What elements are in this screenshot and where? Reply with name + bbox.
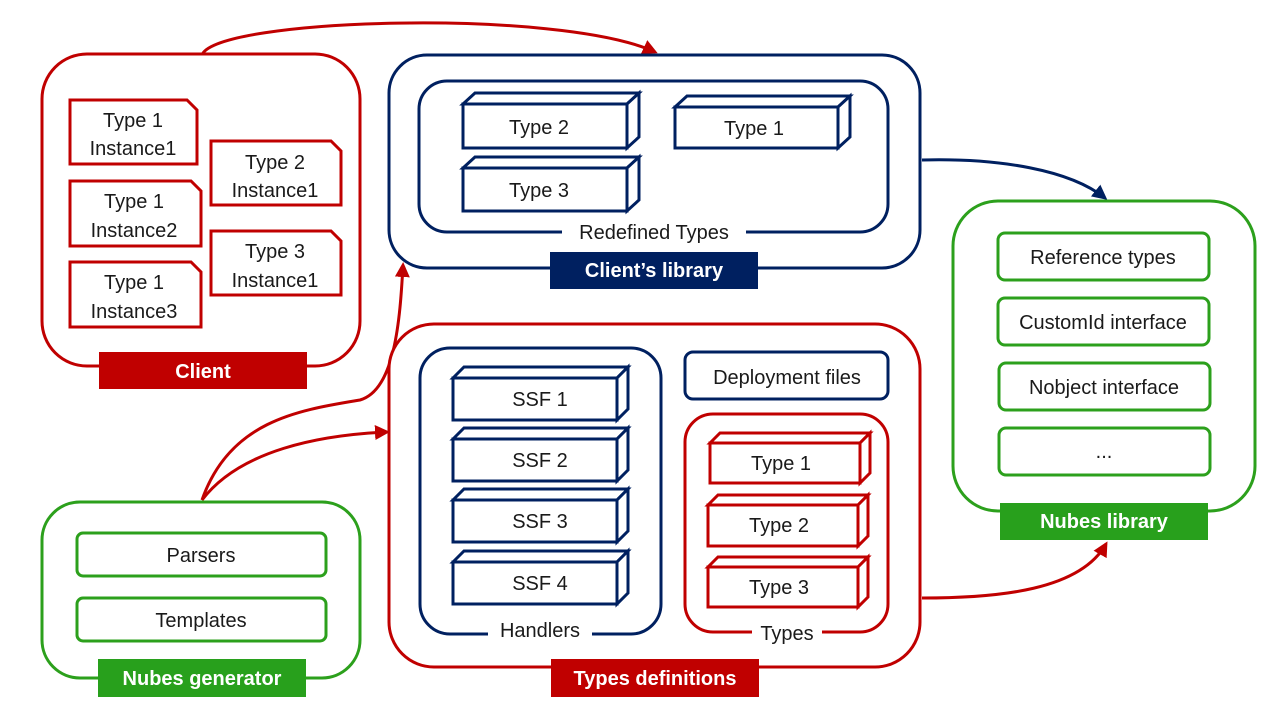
client-title-bar (99, 352, 307, 389)
instance-doc-line2: Instance1 (232, 180, 319, 202)
instance-doc: Type 1 Instance3 (68, 260, 203, 329)
type-cube-label: Type 2 (509, 117, 569, 139)
nubes-library-title: Nubes library (1040, 511, 1169, 533)
nubes-library-title-bar (1000, 503, 1208, 540)
clients-library-title-bar (550, 252, 758, 289)
type-cube-label: Type 3 (509, 180, 569, 202)
type-cube: Type 2 (704, 491, 872, 550)
types-definitions-title: Types definitions (574, 668, 737, 690)
generator-item-label: Templates (155, 610, 246, 632)
generator-item: Parsers (75, 531, 328, 578)
instance-doc-line1: Type 1 (104, 191, 164, 213)
type-cube-label: Type 1 (724, 118, 784, 140)
deployment-files-box (683, 350, 890, 401)
type-cube-label: Type 2 (749, 515, 809, 537)
handler-cube-label: SSF 2 (512, 450, 568, 472)
connector-client-to-clients-library (200, 21, 658, 56)
instance-doc-line1: Type 1 (103, 110, 163, 132)
generator-item: Templates (75, 596, 328, 643)
instance-doc-line2: Instance1 (90, 138, 177, 160)
nubes-library-item-label: Reference types (1030, 247, 1176, 269)
connector-generator-to-types-definitions (200, 425, 390, 501)
instance-doc: Type 2 Instance1 (209, 139, 343, 207)
deployment-files-label: Deployment files (713, 367, 861, 389)
type-cube: Type 3 (704, 553, 872, 611)
connector-generator-to-clients-library (200, 262, 410, 501)
handler-cube-label: SSF 3 (512, 511, 568, 533)
nubes-generator-title: Nubes generator (123, 668, 282, 690)
nubes-library-item: CustomId interface (996, 296, 1211, 347)
handlers-label: Handlers (500, 620, 580, 642)
nubes-library-item: Reference types (996, 231, 1211, 282)
nubes-library-item: Nobject interface (997, 361, 1212, 412)
instance-doc: Type 1 Instance2 (68, 179, 203, 248)
type-cube: Type 1 (706, 429, 874, 487)
types-definitions-title-bar (551, 659, 759, 697)
redefined-types-label: Redefined Types (579, 222, 729, 244)
type-cube: Type 1 (671, 92, 854, 152)
clients-library-panel: Redefined Types Type 2 Type 1 Type 3 Cli… (387, 53, 922, 289)
nubes-library-item-label: ... (1096, 441, 1113, 463)
type-cube: Type 2 (459, 89, 643, 152)
instance-doc-line1: Type 2 (245, 152, 305, 174)
type-cube-label: Type 1 (751, 453, 811, 475)
handler-cube-label: SSF 1 (512, 389, 568, 411)
types-definitions-panel: Handlers SSF 1 SSF 2 SSF 3 SSF 4 Dep (387, 322, 922, 697)
handler-cube: SSF 3 (449, 485, 632, 546)
handler-cube: SSF 2 (449, 424, 632, 485)
type-cube: Type 3 (459, 153, 643, 215)
types-label: Types (760, 623, 813, 645)
handler-cube: SSF 4 (449, 547, 632, 608)
instance-doc-line2: Instance1 (232, 270, 319, 292)
nubes-generator-panel: Parsers Templates Nubes generator (40, 500, 362, 697)
client-title: Client (175, 361, 231, 383)
connector-clients-library-to-nubes-library (921, 158, 1108, 200)
generator-item-label: Parsers (167, 545, 236, 567)
handler-cube-label: SSF 4 (512, 573, 568, 595)
client-panel: Type 1 Instance1 Type 2 Instance1 Type 1… (40, 52, 362, 389)
nubes-library-item-label: Nobject interface (1029, 377, 1179, 399)
type-cube-label: Type 3 (749, 577, 809, 599)
instance-doc: Type 1 Instance1 (68, 98, 199, 166)
connector-types-definitions-to-nubes-library (921, 541, 1108, 600)
instance-doc-line1: Type 1 (104, 272, 164, 294)
instance-doc-line2: Instance3 (91, 301, 178, 323)
nubes-library-item: ... (997, 426, 1212, 477)
instance-doc: Type 3 Instance1 (209, 229, 343, 297)
nubes-generator-title-bar (98, 659, 306, 697)
clients-library-title: Client’s library (585, 260, 724, 282)
nubes-library-panel: Reference types CustomId interface Nobje… (951, 199, 1257, 540)
instance-doc-line2: Instance2 (91, 220, 178, 242)
nubes-library-item-label: CustomId interface (1019, 312, 1187, 334)
instance-doc-line1: Type 3 (245, 241, 305, 263)
handler-cube: SSF 1 (449, 363, 632, 424)
